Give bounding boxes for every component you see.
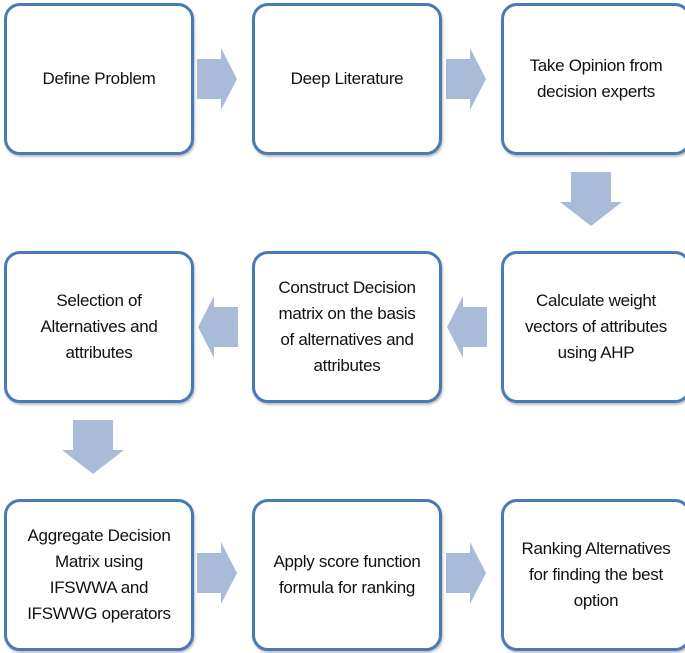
step-score-function: Apply score function formula for ranking [252, 499, 442, 651]
step-deep-literature: Deep Literature [252, 3, 442, 155]
step-ranking: Ranking Alternatives for finding the bes… [501, 499, 685, 651]
arrow-down-icon [62, 420, 124, 474]
arrow-left-icon [198, 296, 238, 358]
step-define-problem: Define Problem [4, 3, 194, 155]
step-label: Ranking Alternatives for finding the bes… [521, 539, 671, 610]
step-aggregate: Aggregate Decision Matrix using IFSWWA a… [4, 499, 194, 651]
step-label: Apply score function formula for ranking [273, 552, 421, 597]
step-label: Take Opinion from decision experts [529, 56, 663, 101]
arrow-right-icon [197, 542, 237, 604]
arrow-right-icon [197, 48, 237, 110]
step-label: Selection of Alternatives and attributes [40, 291, 158, 362]
arrow-right-icon [446, 542, 486, 604]
step-label: Deep Literature [290, 69, 404, 88]
arrow-down-icon [560, 172, 622, 226]
step-selection: Selection of Alternatives and attributes [4, 251, 194, 403]
step-label: Construct Decision matrix on the basis o… [278, 278, 416, 375]
arrow-right-icon [446, 48, 486, 110]
step-label: Aggregate Decision Matrix using IFSWWA a… [27, 526, 171, 623]
step-construct-matrix: Construct Decision matrix on the basis o… [252, 251, 442, 403]
step-label: Calculate weight vectors of attributes u… [524, 291, 668, 362]
step-take-opinion: Take Opinion from decision experts [501, 3, 685, 155]
step-label: Define Problem [42, 69, 156, 88]
step-calculate-weights: Calculate weight vectors of attributes u… [501, 251, 685, 403]
arrow-left-icon [447, 296, 487, 358]
